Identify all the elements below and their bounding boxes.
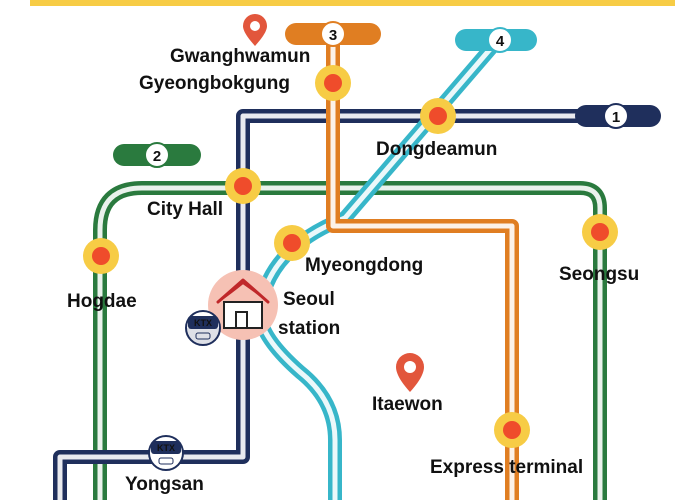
ktx-train-icon: KTX — [185, 310, 221, 346]
station-seongsu-marker[interactable] — [582, 214, 618, 250]
station-gyeongbokgung-marker[interactable] — [315, 65, 351, 101]
label-city-hall: City Hall — [147, 199, 223, 220]
label-seoul-station-line1: Seoul — [283, 289, 335, 310]
line-2-number: 2 — [153, 148, 161, 165]
label-dongdeamun: Dongdeamun — [376, 139, 497, 160]
station-myeongdong-marker[interactable] — [274, 225, 310, 261]
line-2-track — [93, 181, 607, 500]
label-myeongdong: Myeongdong — [305, 255, 423, 276]
ktx-train-icon: KTX — [148, 435, 184, 471]
line-3-number: 3 — [329, 27, 337, 44]
house-icon — [216, 278, 270, 329]
line-4-badge[interactable]: 4 — [455, 27, 537, 53]
line-3-badge[interactable]: 3 — [285, 21, 381, 47]
label-hogdae: Hogdae — [67, 291, 137, 312]
line-3-track — [326, 34, 519, 500]
line-2-badge[interactable]: 2 — [113, 142, 201, 168]
location-pin-icon[interactable] — [396, 353, 424, 392]
line-1-badge[interactable]: 1 — [575, 103, 661, 129]
station-city-hall-marker[interactable] — [225, 168, 261, 204]
line-1-track — [53, 109, 650, 500]
label-express-terminal: Express terminal — [430, 457, 583, 478]
label-gwanghwamun: Gwanghwamun — [170, 46, 310, 67]
line-1-number: 1 — [612, 109, 620, 126]
label-yongsan: Yongsan — [125, 474, 204, 495]
label-itaewon: Itaewon — [372, 394, 443, 415]
station-express-terminal-marker[interactable] — [494, 412, 530, 448]
label-gyeongbokgung: Gyeongbokgung — [139, 73, 290, 94]
station-hogdae-marker[interactable] — [83, 238, 119, 274]
station-dongdeamun-marker[interactable] — [420, 98, 456, 134]
ktx-badge-seoul: KTX — [194, 318, 212, 328]
label-seoul-station-line2: station — [278, 318, 340, 339]
line-4-number: 4 — [496, 33, 505, 50]
location-pin-icon[interactable] — [243, 14, 267, 46]
ktx-badge-yongsan: KTX — [157, 443, 175, 453]
label-seongsu: Seongsu — [559, 264, 639, 285]
top-banner-bar — [30, 0, 675, 6]
seoul-station-home[interactable] — [208, 270, 278, 340]
